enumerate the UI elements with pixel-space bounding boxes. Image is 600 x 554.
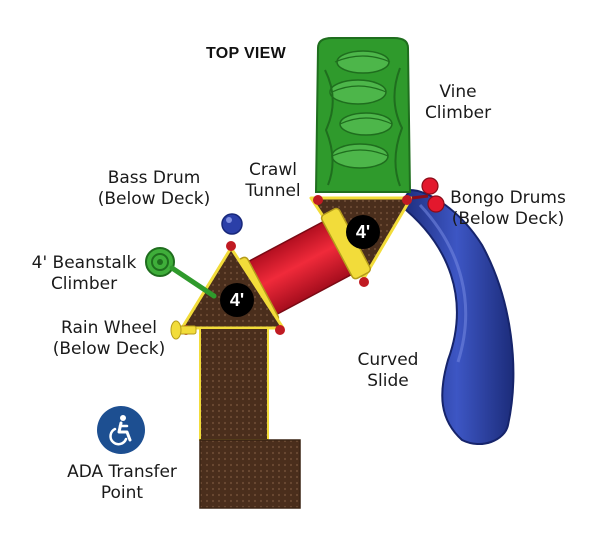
bass-drum-label-line1: Bass Drum — [107, 168, 201, 188]
left-deck-height-label: 4' — [229, 289, 245, 310]
left-deck — [180, 246, 301, 509]
bass-drum-label: Bass Drum (Below Deck) — [94, 168, 214, 210]
vine-climber-label: Vine Climber — [416, 82, 500, 124]
vine-climber-label-line1: Vine — [439, 82, 477, 102]
crawl-tunnel-label-line1: Crawl — [249, 160, 297, 180]
rain-wheel — [170, 320, 197, 340]
vine-climber — [314, 37, 412, 193]
rain-wheel-label-line2: (Below Deck) — [52, 339, 166, 359]
left-deck-height-badge: 4' — [220, 283, 254, 317]
bass-drum-label-line2: (Below Deck) — [97, 189, 211, 209]
rain-wheel-label-line1: Rain Wheel — [61, 318, 157, 338]
right-deck-height-badge: 4' — [346, 215, 380, 249]
beanstalk-climber-label: 4' Beanstalk Climber — [26, 253, 142, 295]
diagram-title: TOP VIEW — [206, 45, 287, 62]
right-deck-height-label: 4' — [355, 221, 371, 242]
curved-slide — [398, 188, 515, 445]
crawl-tunnel-label-line2: Tunnel — [245, 181, 301, 201]
ada-transfer-point-label-line1: ADA Transfer — [67, 462, 177, 482]
ada-transfer-point-label: ADA Transfer Point — [58, 462, 186, 504]
bongo-drums-label-line1: Bongo Drums — [450, 188, 566, 208]
beanstalk-climber-label-line2: Climber — [50, 274, 118, 294]
bongo-drums-label-line2: (Below Deck) — [451, 209, 565, 229]
bongo-drums — [411, 177, 445, 213]
bongo-drums-label: Bongo Drums (Below Deck) — [446, 188, 570, 230]
curved-slide-label-line1: Curved — [357, 350, 419, 370]
beanstalk-climber — [145, 247, 217, 299]
wheelchair-icon — [97, 406, 145, 454]
beanstalk-climber-label-line1: 4' Beanstalk — [31, 253, 137, 273]
rain-wheel-label: Rain Wheel (Below Deck) — [48, 318, 170, 360]
vine-climber-label-line2: Climber — [424, 103, 492, 123]
wheelchair-glyph — [109, 415, 132, 446]
curved-slide-label-line2: Slide — [367, 371, 409, 391]
ada-transfer-point-label-line2: Point — [100, 483, 144, 503]
crawl-tunnel-label: Crawl Tunnel — [240, 160, 306, 202]
bass-drum — [221, 213, 243, 235]
curved-slide-label: Curved Slide — [352, 350, 424, 392]
